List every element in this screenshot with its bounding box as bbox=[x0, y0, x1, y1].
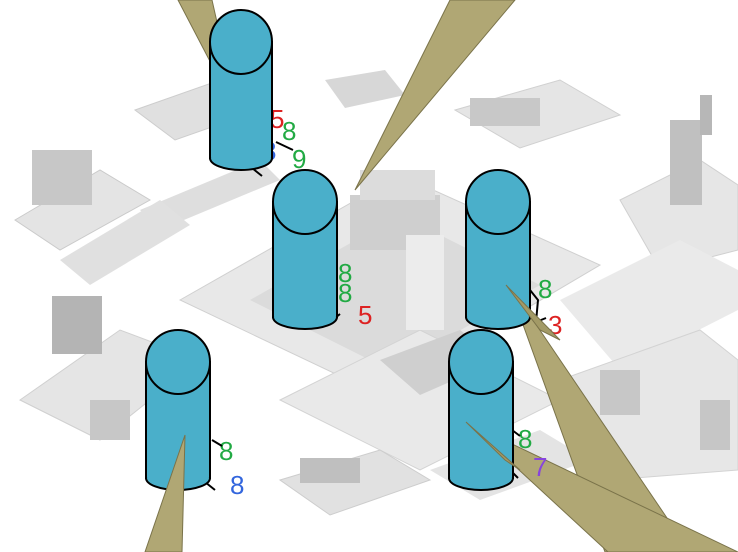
marker-center-digit-3: 5 bbox=[358, 300, 372, 330]
marker-bottom-right-digit-1: 8 bbox=[518, 424, 532, 454]
cylinder-center bbox=[273, 170, 337, 329]
marker-bottom-right-digit-2: 7 bbox=[533, 452, 547, 482]
cylinder-top bbox=[210, 10, 272, 170]
marker-bottom-left-digit-1: 8 bbox=[219, 436, 233, 466]
marker-right-digit-1: 8 bbox=[538, 274, 552, 304]
marker-top-digit-2: 8 bbox=[282, 116, 296, 146]
marker-bottom-left-digit-2: 8 bbox=[230, 470, 244, 500]
factory-background bbox=[15, 70, 738, 515]
marker-center-digit-2: 8 bbox=[338, 278, 352, 308]
cylinder-bottom-right bbox=[449, 330, 513, 490]
highlight-block bbox=[406, 235, 444, 330]
cylinder-right bbox=[466, 170, 530, 329]
marker-bottom-left[interactable]: 8 8 bbox=[146, 330, 244, 500]
marker-top[interactable]: 5 8 8 9 bbox=[210, 10, 306, 176]
